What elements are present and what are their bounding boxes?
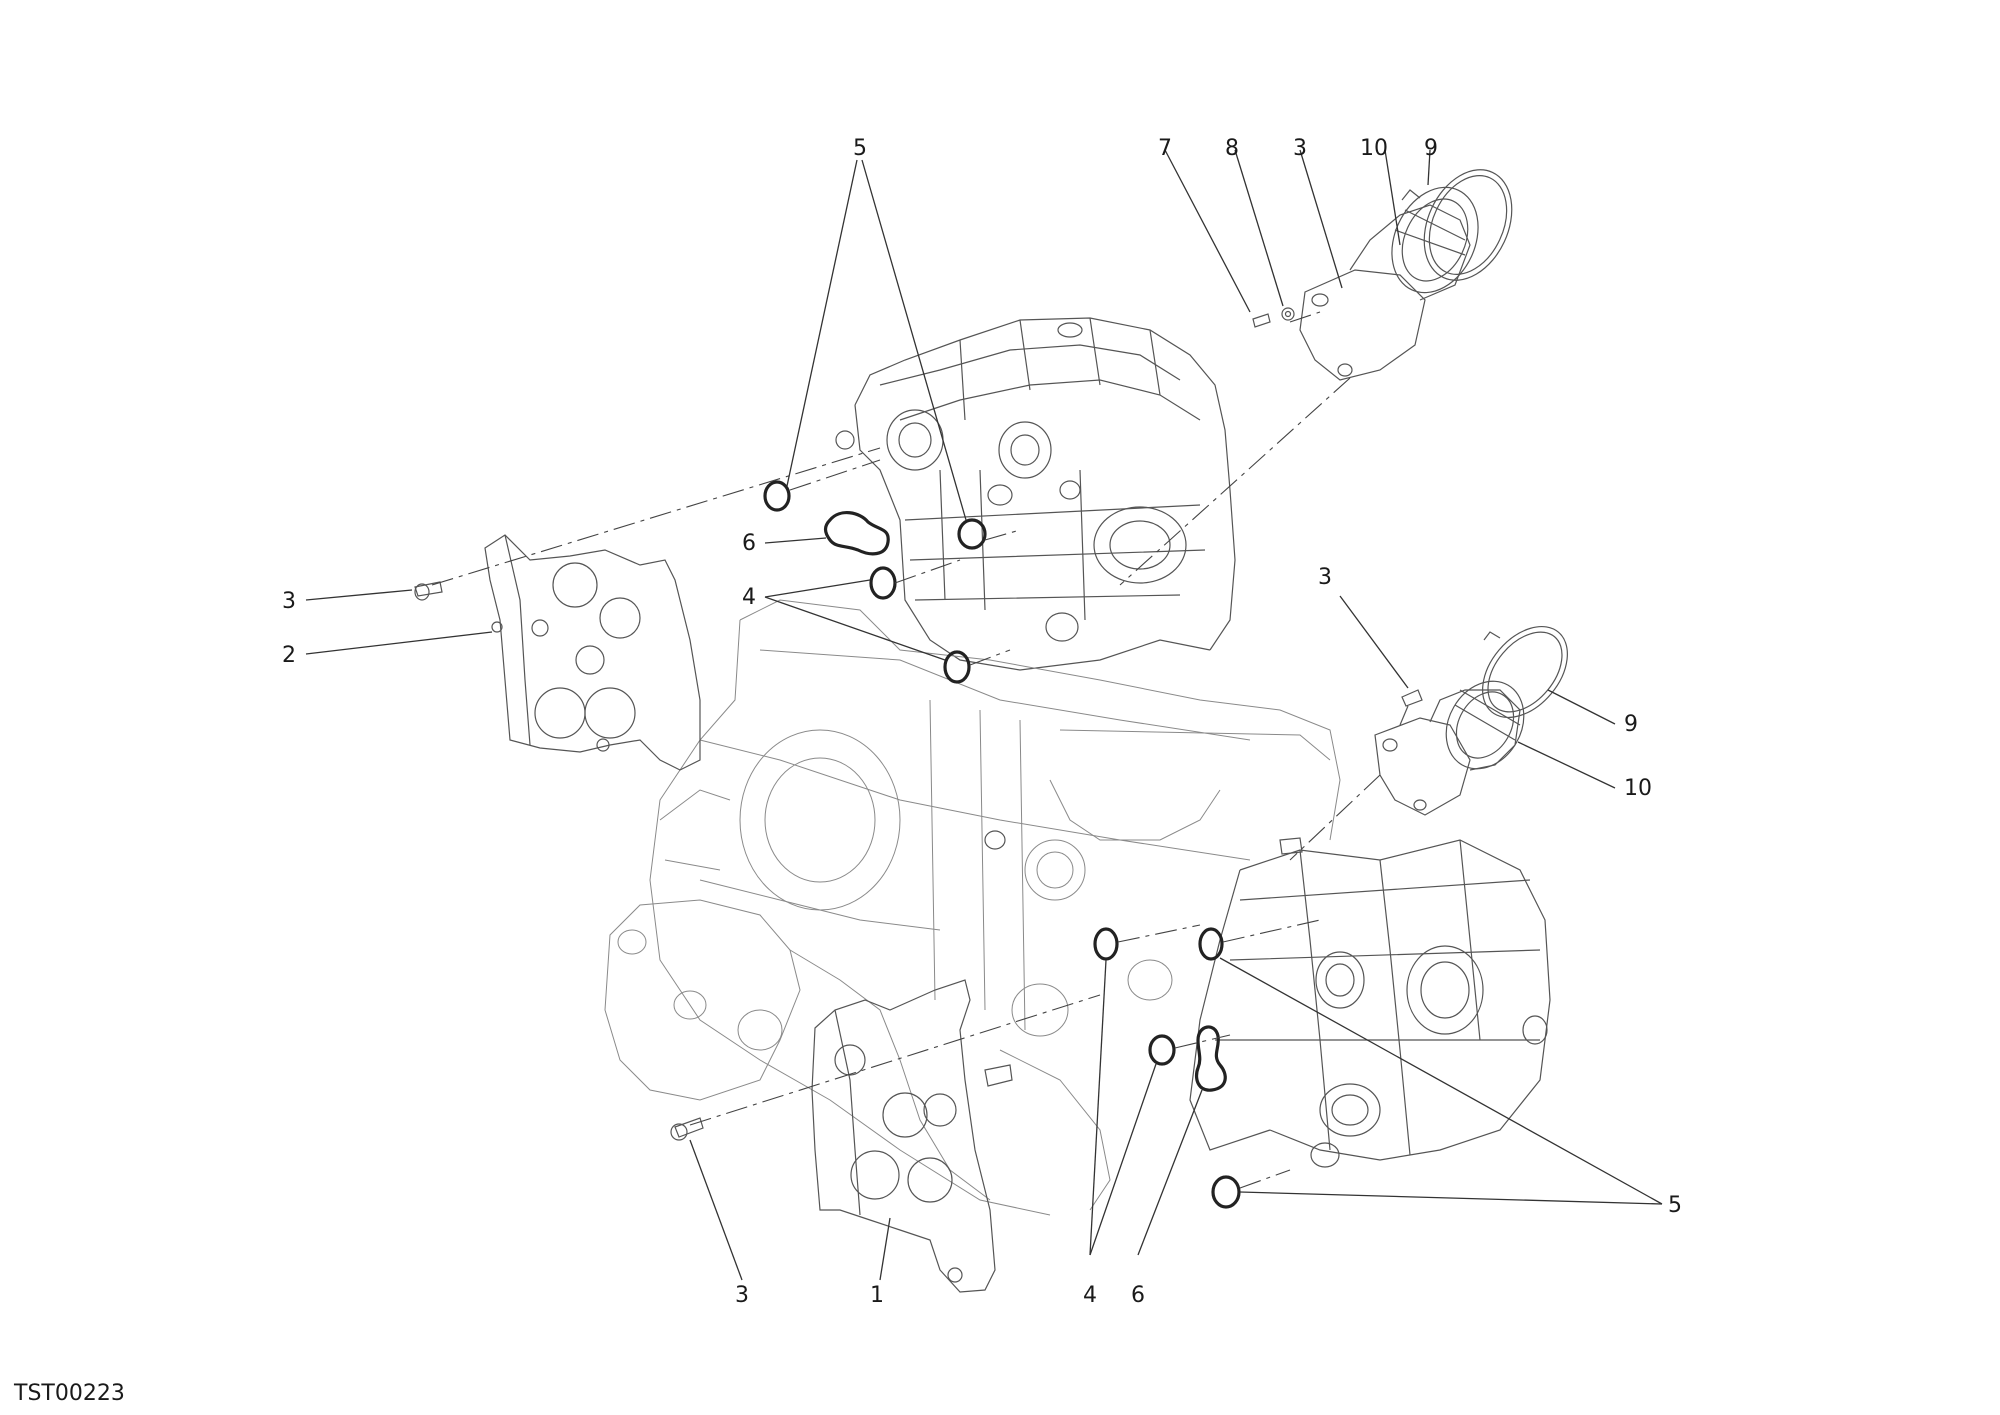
gasket-6a xyxy=(823,511,890,556)
callout-3-bottom: 3 xyxy=(735,1283,749,1308)
o-ring-5d xyxy=(1211,1175,1241,1209)
callout-4-left: 4 xyxy=(742,585,756,610)
o-ring-4c xyxy=(1093,927,1119,961)
o-ring-4a xyxy=(869,566,897,600)
callout-7: 7 xyxy=(1158,136,1172,161)
callout-6-left: 6 xyxy=(742,531,756,556)
upper-intake-manifold xyxy=(1299,186,1479,381)
callout-3-top: 3 xyxy=(1293,136,1307,161)
callout-9-right: 9 xyxy=(1624,712,1638,737)
callout-3-right: 3 xyxy=(1318,565,1332,590)
callout-3-left: 3 xyxy=(282,589,296,614)
callout-8: 8 xyxy=(1225,136,1239,161)
o-ring-5b xyxy=(957,518,987,550)
assembly-axis-lines xyxy=(431,311,1381,1189)
right-hose-clamp xyxy=(1482,625,1568,719)
callout-5-top: 5 xyxy=(853,136,867,161)
callout-10-top: 10 xyxy=(1360,136,1388,161)
callout-6-bottom: 6 xyxy=(1131,1283,1145,1308)
belt-cover-upper xyxy=(484,534,701,771)
engine-block-drawing xyxy=(604,317,1551,1216)
callout-10-right: 10 xyxy=(1624,776,1652,801)
callout-2: 2 xyxy=(282,643,296,668)
callout-5-right: 5 xyxy=(1668,1193,1682,1218)
drawing-code: TST00223 xyxy=(13,1381,125,1406)
o-ring-5c xyxy=(1198,927,1224,961)
right-screw xyxy=(1399,689,1423,726)
callout-labels: 5 7 8 3 10 9 6 4 3 2 3 9 10 5 3 1 4 6 xyxy=(282,136,1682,1308)
right-intake-manifold xyxy=(1374,680,1525,816)
callout-9-top: 9 xyxy=(1424,136,1438,161)
callout-leader-lines xyxy=(305,149,1663,1281)
upper-screw-and-washer xyxy=(1252,307,1295,328)
upper-hose-clamp xyxy=(1401,169,1513,281)
gasket-6b xyxy=(1194,1025,1227,1092)
cover-bolt-upper xyxy=(414,581,443,601)
callout-1: 1 xyxy=(870,1283,884,1308)
o-ring-4d xyxy=(1148,1034,1176,1066)
o-ring-5a xyxy=(763,480,791,512)
o-ring-4b xyxy=(943,650,971,684)
belt-cover-lower xyxy=(811,979,996,1293)
callout-4-bottom: 4 xyxy=(1083,1283,1097,1308)
cover-bolt-lower xyxy=(670,1117,704,1141)
